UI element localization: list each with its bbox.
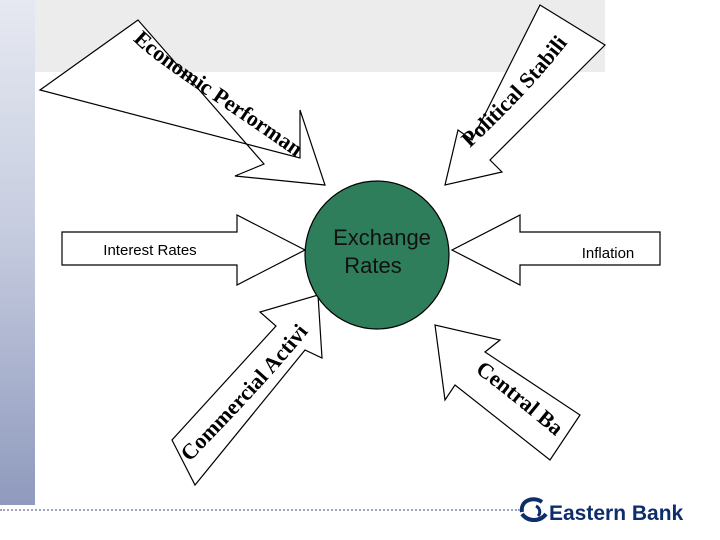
arrow-inflation (450, 214, 661, 286)
arrow-economic-performance (38, 19, 326, 186)
label-interest-rates: Interest Rates (103, 242, 196, 259)
arrow-central-bank (434, 324, 581, 461)
eastern-bank-swirl-icon (519, 497, 548, 522)
left-gradient-bar (0, 0, 35, 505)
footer-dotted-line (0, 509, 520, 511)
arrow-commercial-activity (171, 294, 323, 487)
brand-name: Eastern Bank (549, 502, 684, 525)
exchange-rates-circle (304, 180, 450, 330)
arrow-political-stability (444, 4, 606, 186)
center-label-line1: Exchange (333, 225, 431, 250)
center-label-line2: Rates (344, 253, 401, 278)
arrow-interest-rates (61, 214, 307, 286)
eastern-bank-logo: Eastern Bank (519, 497, 684, 525)
label-inflation: Inflation (582, 245, 635, 262)
